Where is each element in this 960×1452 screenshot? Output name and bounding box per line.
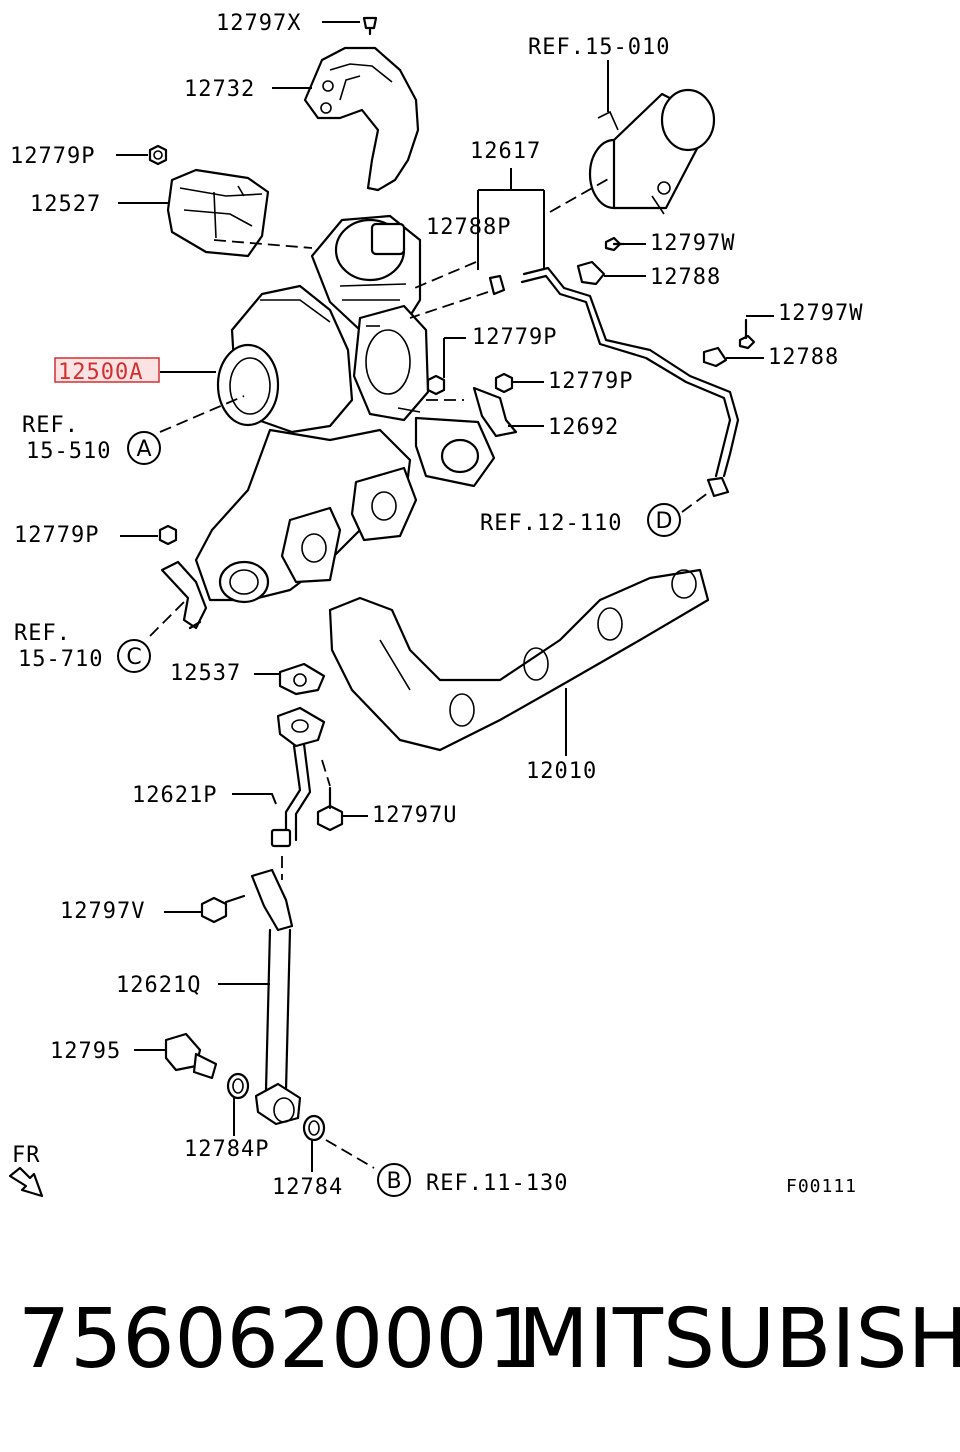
part-12788p-fitting — [488, 274, 506, 296]
part-12797w-bolt-1 — [604, 236, 626, 252]
label-ref-15-710-line1: REF. — [14, 621, 71, 646]
part-12784-gasket — [302, 1114, 326, 1142]
leader-lines — [116, 21, 774, 1172]
label-ref-15-510-line2: 15-510 — [26, 439, 111, 464]
label-ref-12-110: REF.12-110 — [480, 511, 622, 536]
part-12692-bracket — [472, 386, 518, 438]
brand-name: MITSUBISHI — [518, 1292, 960, 1387]
part-12621p-upper-return-pipe — [270, 706, 326, 848]
label-12784p: 12784P — [184, 1137, 269, 1162]
label-12779p-4: 12779P — [14, 523, 99, 548]
part-12797v-bolt — [200, 894, 246, 924]
label-12779p-3: 12779P — [548, 369, 633, 394]
label-ref-11-130: REF.11-130 — [426, 1171, 568, 1196]
label-ref-15-710-line2: 15-710 — [18, 647, 103, 672]
turbocharger-exploded-diagram: A B C D 12797X 12732 REF.15-010 12779P 1… — [8, 11, 863, 1200]
part-12010-exhaust-manifold — [328, 568, 710, 752]
part-12784p-gasket — [226, 1072, 250, 1100]
front-direction-arrow-icon — [8, 1166, 44, 1198]
label-ref-15-010: REF.15-010 — [528, 35, 670, 60]
callout-a-letter: A — [136, 437, 151, 462]
part-12537-gasket — [278, 662, 326, 696]
label-12797x: 12797X — [216, 11, 301, 36]
label-12779p-1: 12779P — [10, 144, 95, 169]
callout-c-letter: C — [126, 645, 141, 670]
callout-d-letter: D — [656, 509, 673, 534]
callout-circle-c: C — [117, 639, 151, 673]
figure-code: F00111 — [786, 1176, 857, 1197]
label-12500a: 12500A — [58, 360, 143, 385]
part-12779p-nut-1 — [148, 144, 168, 166]
part-12779p-nut-4 — [158, 524, 178, 546]
label-fr: FR — [12, 1143, 41, 1168]
label-12537: 12537 — [170, 661, 241, 686]
label-12797u: 12797U — [372, 803, 457, 828]
part-mount-bracket — [160, 560, 208, 630]
part-12797w-bolt-2 — [738, 318, 756, 350]
part-12795-union-bolt — [164, 1032, 218, 1080]
callout-circle-d: D — [647, 503, 681, 537]
label-12797v: 12797V — [60, 899, 145, 924]
label-12784: 12784 — [272, 1175, 343, 1200]
part-12617-oil-pipe — [520, 260, 740, 498]
part-12500a-turbocharger — [194, 214, 496, 604]
label-12795: 12795 — [50, 1039, 121, 1064]
callout-b-letter: B — [386, 1169, 401, 1194]
label-12621q: 12621Q — [116, 973, 201, 998]
part-number: 7560620001 — [18, 1292, 540, 1387]
part-air-inlet-ref — [588, 88, 716, 215]
label-ref-15-510-line1: REF. — [22, 413, 79, 438]
part-12797x — [362, 16, 378, 36]
highlight-box-12500a — [54, 357, 160, 383]
label-12797w-1: 12797W — [650, 231, 735, 256]
part-12779p-nut-3 — [494, 372, 514, 394]
part-12527-insulator — [166, 168, 270, 258]
label-12788-1: 12788 — [650, 265, 721, 290]
part-labels: 12797X 12732 REF.15-010 12779P 12617 125… — [10, 11, 863, 1200]
label-12788p: 12788P — [426, 215, 511, 240]
label-12788-2: 12788 — [768, 345, 839, 370]
part-12621q-lower-return-pipe — [250, 868, 302, 1126]
label-12010: 12010 — [526, 759, 597, 784]
part-12732-heat-shield — [303, 46, 420, 192]
label-12797w-2: 12797W — [778, 301, 863, 326]
label-12779p-2: 12779P — [472, 325, 557, 350]
label-12527: 12527 — [30, 192, 101, 217]
label-12621p: 12621P — [132, 783, 217, 808]
part-12779p-nut-2 — [426, 374, 446, 396]
label-12617: 12617 — [470, 139, 541, 164]
footer: 7560620001 MITSUBISHI — [18, 1290, 960, 1400]
label-12692: 12692 — [548, 415, 619, 440]
part-12797u-bolt — [316, 786, 344, 832]
label-12732: 12732 — [184, 77, 255, 102]
callout-circle-a: A — [127, 431, 161, 465]
callout-circle-b: B — [377, 1163, 411, 1197]
